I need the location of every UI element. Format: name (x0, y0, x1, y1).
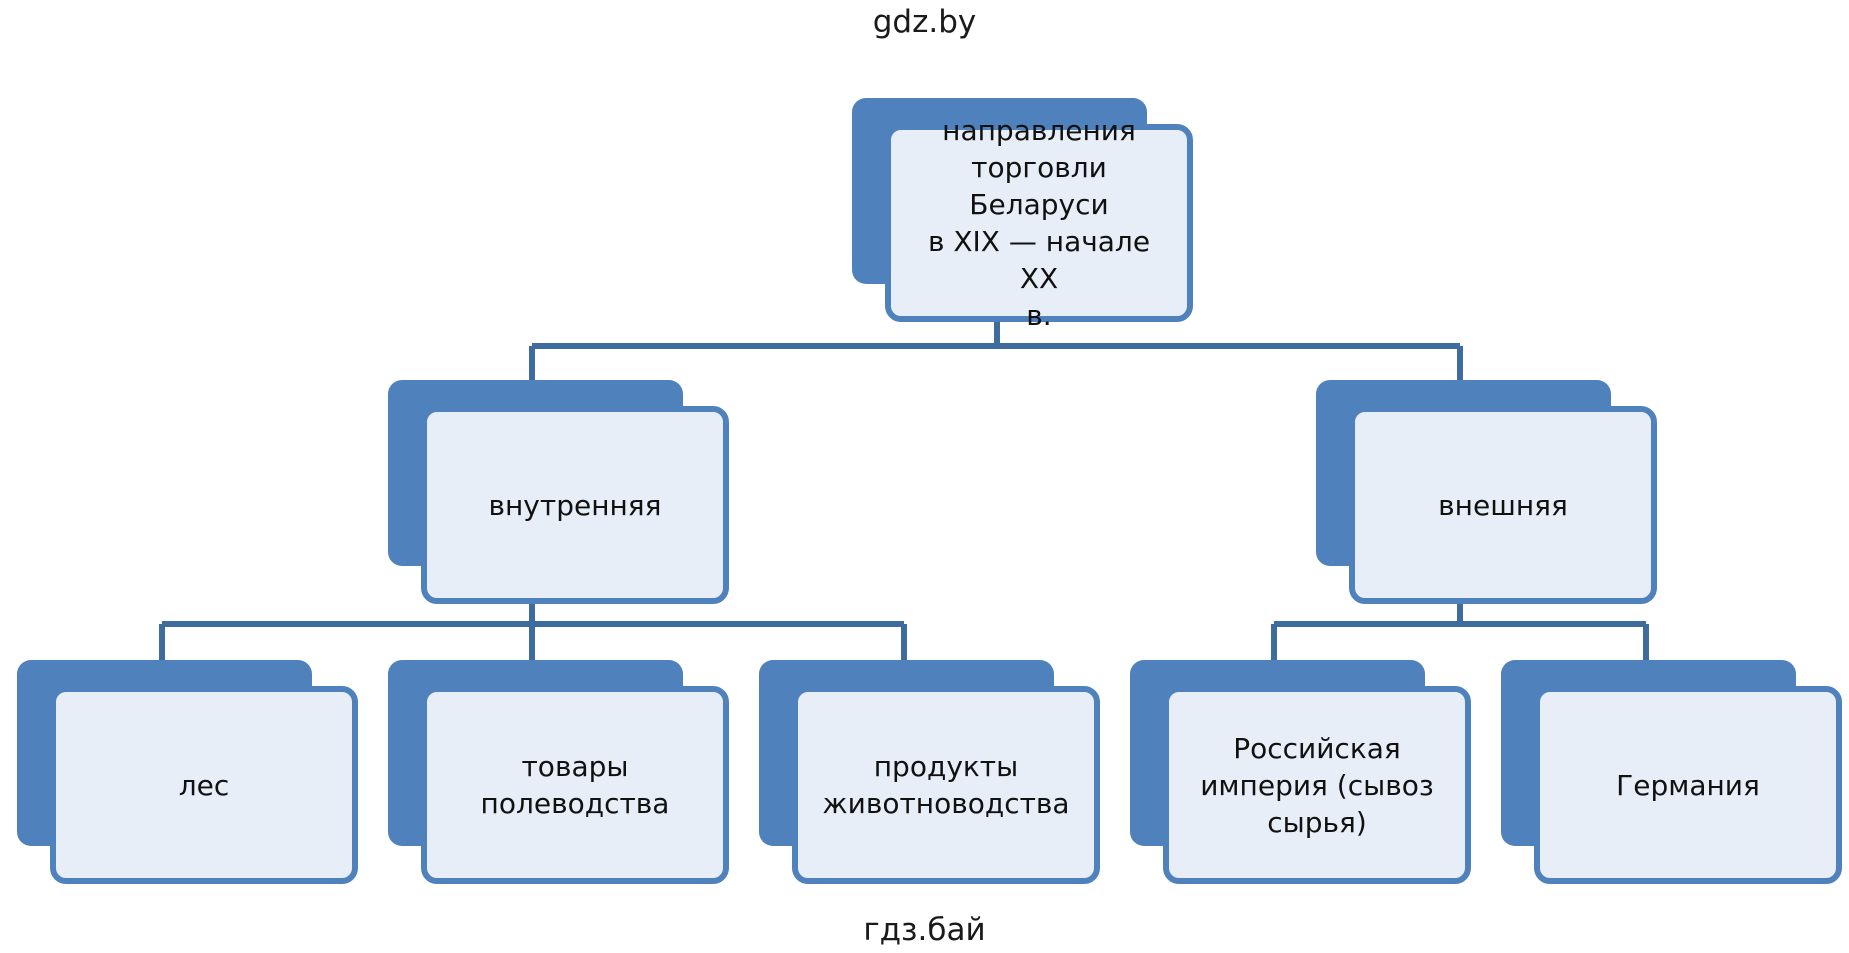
watermark-top: gdz.by (872, 4, 977, 40)
node-livestock: продукты животноводства (759, 660, 1100, 884)
watermark-bottom: гдз.бай (863, 912, 986, 948)
node-russia: Российская империя (сывоз сырья) (1130, 660, 1471, 884)
node-crops: товары полеводства (388, 660, 729, 884)
node-external: внешняя (1316, 380, 1657, 604)
node-forest: лес (17, 660, 358, 884)
node-external-label: внешняя (1438, 488, 1568, 522)
node-forest-label: лес (178, 768, 230, 802)
node-crops-label: товары полеводства (480, 750, 670, 820)
node-root-label: направления торговли Беларуси в XIX — на… (927, 114, 1151, 332)
node-internal: внутренняя (388, 380, 729, 604)
node-russia-label: Российская империя (сывоз сырья) (1200, 731, 1434, 839)
node-livestock-label: продукты животноводства (822, 750, 1070, 820)
node-germany-label: Германия (1616, 768, 1760, 802)
node-germany: Германия (1501, 660, 1842, 884)
node-internal-label: внутренняя (488, 488, 662, 522)
node-root: направления торговли Беларуси в XIX — на… (852, 98, 1193, 332)
